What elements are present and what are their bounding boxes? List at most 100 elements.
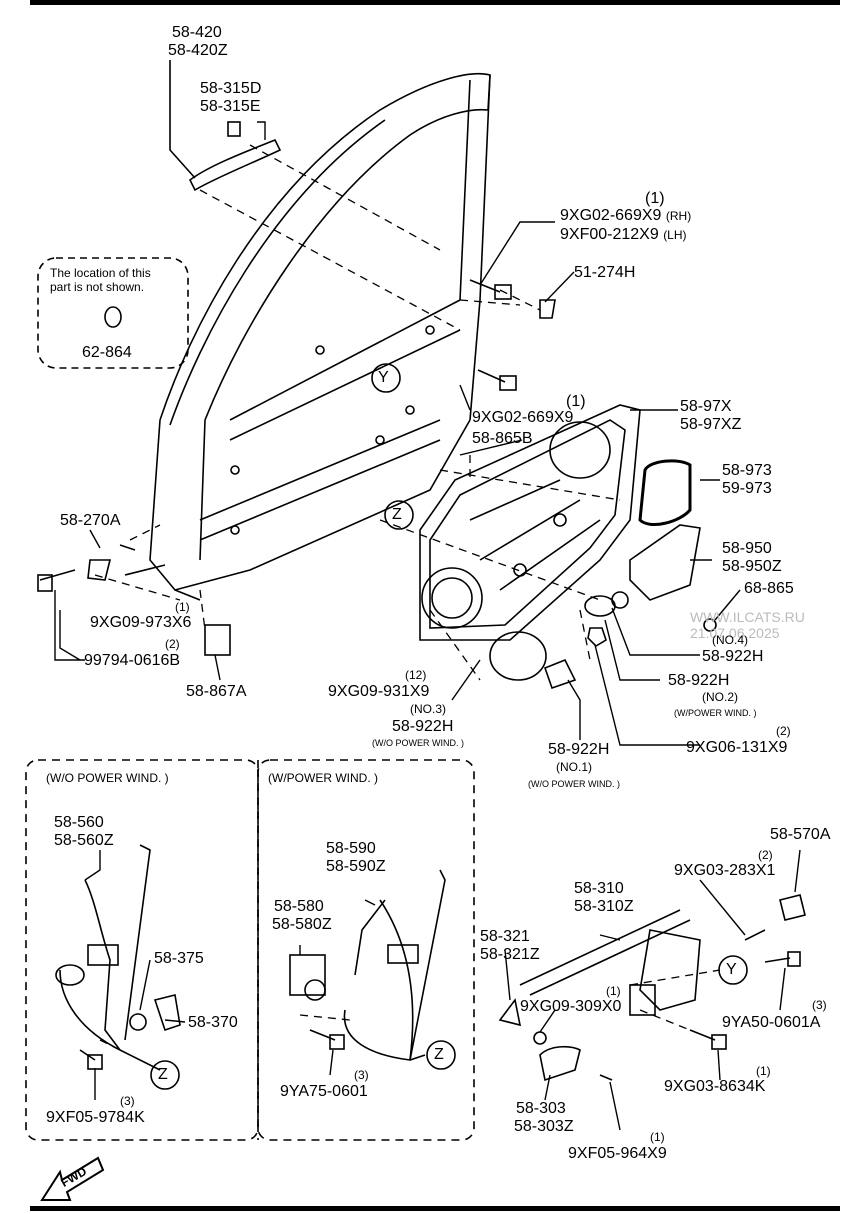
label-latch-570a: 58-570A xyxy=(770,826,831,843)
label-no4: (NO.4) xyxy=(712,633,748,647)
note-box xyxy=(37,257,189,369)
bracket-drawing xyxy=(37,544,231,656)
label-inner-b: 58-303Z xyxy=(514,1118,574,1135)
label-cap-a: 58-315D xyxy=(200,80,262,97)
label-reg-pw-b: 58-590Z xyxy=(326,858,386,875)
label-rod-a: 58-310 xyxy=(574,880,624,897)
label-bolt-top-rh: 9XG02-669X9 (RH) xyxy=(560,207,692,224)
plug-no3-drawing xyxy=(489,631,547,681)
label-bolt-2-qty: (2) xyxy=(165,637,180,651)
label-reg-man-b: 58-560Z xyxy=(54,832,114,849)
label-clip-867a: 58-867A xyxy=(186,683,247,700)
label-rod-b: 58-310Z xyxy=(574,898,634,915)
label-bracket: 58-270A xyxy=(60,512,121,529)
clip-68-drawing xyxy=(703,618,717,632)
watermark-line-1: WWW.ILCATS.RU xyxy=(690,609,805,625)
callout-z-right-circle xyxy=(426,1040,456,1070)
label-nut-top: 51-274H xyxy=(574,264,636,281)
callout-y-top: Y xyxy=(378,369,389,386)
leader-lines-lower xyxy=(84,849,801,1131)
label-handle-b: 58-420Z xyxy=(168,42,228,59)
outer-handle-drawing xyxy=(169,60,282,192)
power-regulator-drawing xyxy=(289,869,446,1061)
label-bolt-pw-qty: (3) xyxy=(354,1068,369,1082)
top-frame-bar xyxy=(30,0,840,5)
label-bolt-3: 9XF05-9784K xyxy=(46,1109,145,1126)
label-knob-a: 58-321 xyxy=(480,928,530,945)
label-reg-man-a: 58-560 xyxy=(54,814,104,831)
label-motor-b: 58-580Z xyxy=(272,916,332,933)
label-clip-68: 68-865 xyxy=(744,580,794,597)
label-bolt-top-lh: 9XF00-212X9 (LH) xyxy=(560,226,687,243)
label-bolt-8634-qty: (1) xyxy=(756,1064,771,1078)
label-bolt-latch-qty: (2) xyxy=(758,848,773,862)
label-bolt-2: 99794-0616B xyxy=(84,652,181,669)
label-plug-no3: 58-922H xyxy=(392,718,454,735)
label-no3-note: (W/O POWER WIND. ) xyxy=(372,738,464,748)
label-nut-side-qty: (2) xyxy=(776,724,791,738)
label-bolt-3-qty: (3) xyxy=(120,1094,135,1108)
box-left-title: (W/O POWER WIND. ) xyxy=(46,771,169,785)
label-bolt-ya50: 9YA50-0601A xyxy=(722,1014,821,1031)
label-bolt-mid: 9XG02-669X9 xyxy=(472,409,574,426)
callout-z-right: Z xyxy=(434,1046,444,1063)
label-cover-a: 58-950 xyxy=(722,540,772,557)
label-motor-a: 58-580 xyxy=(274,898,324,915)
label-bolt-top-qty: (1) xyxy=(645,190,665,207)
callout-z-left-circle xyxy=(150,1060,180,1090)
label-no2: (NO.2) xyxy=(702,690,738,704)
note-part: 62-864 xyxy=(82,344,132,361)
seal-drawing xyxy=(638,459,692,526)
label-crank-375: 58-375 xyxy=(154,950,204,967)
callout-y-top-circle xyxy=(371,363,401,393)
label-bolt-mid-qty: (1) xyxy=(566,393,586,410)
label-crank-370: 58-370 xyxy=(188,1014,238,1031)
label-seal-b: 59-973 xyxy=(722,480,772,497)
label-handle-a: 58-420 xyxy=(172,24,222,41)
callout-y-bottom-circle xyxy=(718,955,748,985)
label-inner-a: 58-303 xyxy=(516,1100,566,1117)
label-nut-side: 9XG06-131X9 xyxy=(686,739,788,756)
label-knob-b: 58-321Z xyxy=(480,946,540,963)
label-panel-a: 58-97X xyxy=(680,398,732,415)
nut-side-drawing xyxy=(587,627,607,648)
label-no1: (NO.1) xyxy=(556,760,592,774)
box-wo-power xyxy=(25,759,259,1141)
label-bolt-ya50-qty: (3) xyxy=(812,998,827,1012)
callout-z-top: Z xyxy=(392,506,402,523)
label-bolt-latch: 9XG03-283X1 xyxy=(674,862,776,879)
label-no1-note: (W/O POWER WIND. ) xyxy=(528,779,620,789)
box-right-title: (W/POWER WIND. ) xyxy=(268,771,378,785)
label-bolt-12-qty: (12) xyxy=(405,668,427,682)
label-clip-865b: 58-865B xyxy=(472,430,533,447)
bolt-mid-drawing xyxy=(477,369,517,391)
latch-drawing xyxy=(498,894,806,1082)
label-bolt-8634: 9XG03-8634K xyxy=(664,1078,766,1095)
label-bolt-1: 9XG09-973X6 xyxy=(90,614,192,631)
bottom-frame-bar xyxy=(30,1206,840,1211)
door-module-drawing xyxy=(419,404,641,641)
label-plug-no2: 58-922H xyxy=(668,672,730,689)
label-cap-b: 58-315E xyxy=(200,98,261,115)
note-part-shape xyxy=(104,306,122,328)
label-plug-no1: 58-922H xyxy=(548,741,610,758)
label-panel-b: 58-97XZ xyxy=(680,416,742,433)
label-reg-pw-a: 58-590 xyxy=(326,840,376,857)
watermark-line-2: 21.07.06.2025 xyxy=(690,625,780,641)
note-text: The location of this part is not shown. xyxy=(50,266,151,294)
label-no3: (NO.3) xyxy=(410,702,446,716)
plug-no2-drawing xyxy=(584,595,616,617)
label-screw-qty: (1) xyxy=(606,984,621,998)
label-cover-b: 58-950Z xyxy=(722,558,782,575)
label-seal-a: 58-973 xyxy=(722,462,772,479)
callout-y-bottom: Y xyxy=(726,961,737,978)
label-screw-964-qty: (1) xyxy=(650,1130,665,1144)
label-screw: 9XG09-309X0 xyxy=(520,998,622,1015)
door-frame-drawing xyxy=(149,72,491,601)
leader-lines xyxy=(54,121,741,746)
label-no2-note: (W/POWER WIND. ) xyxy=(674,708,757,718)
callout-z-top-circle xyxy=(384,500,414,530)
callout-z-left: Z xyxy=(158,1066,168,1083)
bolt-top-drawing xyxy=(469,279,556,319)
